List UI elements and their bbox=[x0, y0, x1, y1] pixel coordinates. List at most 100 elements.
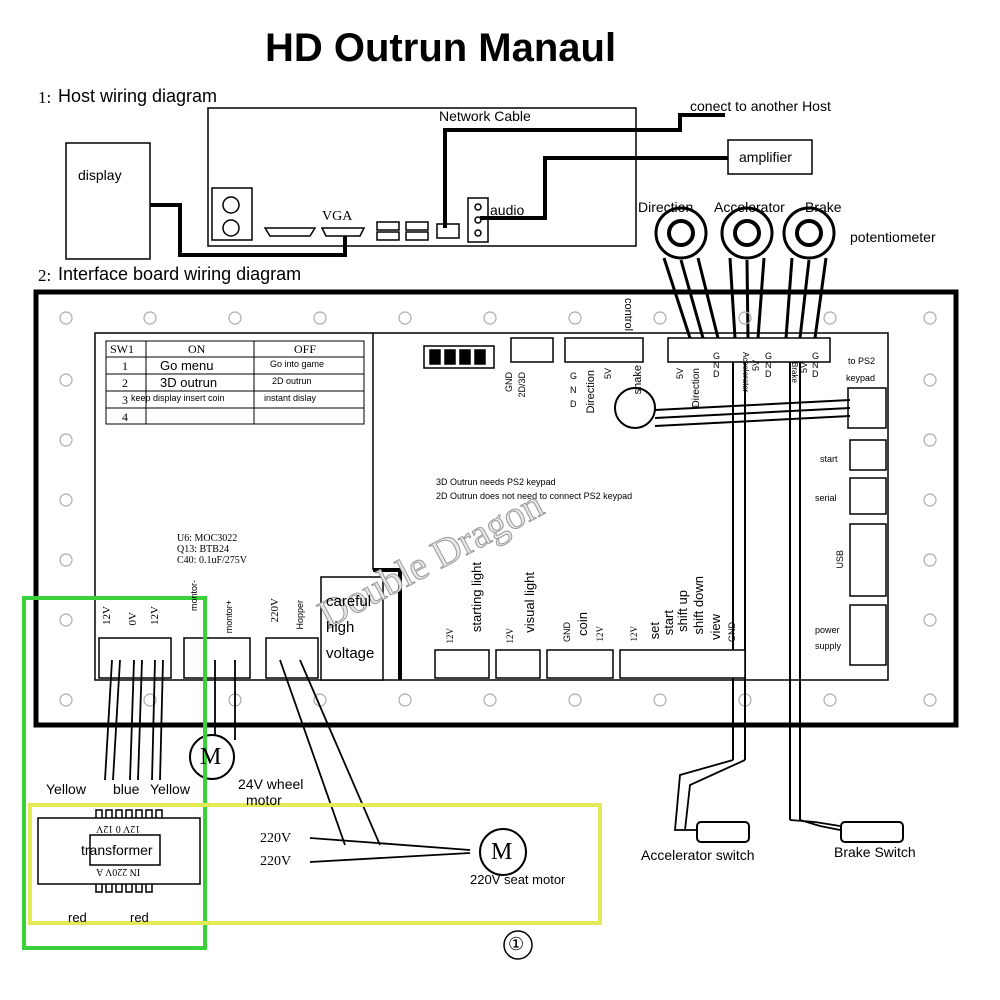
yellow-wire-label-2: Yellow bbox=[150, 781, 190, 797]
display-box bbox=[65, 142, 151, 260]
sw-row2-on: 3D outrun bbox=[160, 375, 218, 390]
vga-label: VGA bbox=[322, 209, 353, 224]
component-c40: C40: 0.1uF/275V bbox=[177, 555, 248, 566]
seat-motor-label: 220V seat motor bbox=[470, 872, 566, 887]
sw-row1-off: Go into game bbox=[270, 359, 325, 369]
start-label: start bbox=[820, 454, 838, 464]
keypad-label: keypad bbox=[846, 373, 876, 383]
monitor-minus-label: montor- bbox=[189, 580, 199, 612]
careful-label: careful bbox=[326, 593, 372, 610]
coin-gnd: GND bbox=[562, 622, 572, 642]
dir-pin-n: N bbox=[570, 385, 577, 395]
seat-motor-m: M bbox=[491, 839, 513, 865]
wheel-motor-label: 24V wheel bbox=[238, 776, 304, 792]
control-label: control bbox=[622, 298, 634, 332]
220v-label-a: 220V bbox=[260, 831, 292, 846]
coin-label: coin bbox=[575, 612, 590, 636]
220v-label-b: 220V bbox=[260, 854, 292, 869]
transformer-label: transformer bbox=[81, 842, 153, 858]
sw-row1-on: Go menu bbox=[160, 358, 214, 373]
high-label: high bbox=[326, 619, 355, 636]
sw-row2-off: 2D outrun bbox=[272, 376, 312, 386]
shift-up-label: shift up bbox=[675, 590, 690, 632]
network-cable bbox=[443, 113, 725, 228]
gnd-label: GND bbox=[504, 372, 514, 392]
audio-cable bbox=[480, 156, 728, 220]
section1-number: 1: bbox=[38, 88, 52, 107]
amplifier-label: amplifier bbox=[739, 149, 792, 165]
serial-label: serial bbox=[815, 493, 837, 503]
pot-pin-5v-1: 5V bbox=[675, 368, 685, 380]
pot-pin-5v-3: 5V bbox=[799, 362, 809, 374]
yellow-highlight bbox=[28, 803, 602, 925]
sw-header-sw: SW1 bbox=[110, 342, 134, 356]
sw-row2-num: 2 bbox=[122, 376, 128, 390]
pot-pin-direction: Direction bbox=[691, 368, 702, 408]
voltage-label: voltage bbox=[326, 645, 375, 662]
brake-pot-label: Brake bbox=[805, 199, 842, 215]
dir-pin-d: D bbox=[570, 399, 577, 409]
note-line1: 3D Outrun needs PS2 keypad bbox=[436, 477, 556, 487]
host-box bbox=[207, 107, 637, 247]
starting-light-label: starting light bbox=[469, 562, 484, 633]
shift-down-label: shift down bbox=[691, 576, 706, 635]
component-u6: U6: MOC3022 bbox=[177, 533, 238, 544]
pin-0v: 0V bbox=[127, 612, 139, 626]
section1-label: Host wiring diagram bbox=[58, 86, 218, 106]
blue-wire-label: blue bbox=[113, 781, 140, 797]
interface-board bbox=[33, 289, 959, 728]
sw-row3-off: instant dislay bbox=[264, 393, 317, 403]
starting-light-12v: 12V bbox=[445, 628, 455, 644]
set-label: set bbox=[647, 622, 662, 640]
yellow-wire-label: Yellow bbox=[46, 781, 86, 797]
red-wire-label-1: red bbox=[68, 910, 87, 925]
pot-pin-5v-2: 5V bbox=[751, 360, 761, 372]
display-label: display bbox=[78, 167, 122, 183]
transformer-top-label: 12V 0 12V bbox=[96, 823, 141, 834]
supply-label: supply bbox=[815, 641, 842, 651]
transformer-bottom-label: IN 220V A bbox=[96, 866, 141, 877]
note-line2: 2D Outrun does not need to connect PS2 k… bbox=[436, 491, 633, 501]
pot-pin-gnd-3: G N D bbox=[812, 351, 820, 379]
direction-pot-label: Direction bbox=[638, 199, 694, 215]
section2-label: Interface board wiring diagram bbox=[58, 264, 302, 284]
sw-header-on: ON bbox=[188, 342, 206, 356]
brake-switch-label: Brake Switch bbox=[834, 844, 916, 860]
sw-row1-num: 1 bbox=[122, 359, 128, 373]
connect-host-label: conect to another Host bbox=[690, 98, 831, 114]
page-title: HD Outrun Manaul bbox=[265, 26, 617, 70]
sw-header-off: OFF bbox=[294, 342, 317, 356]
pin-12v-b: 12V bbox=[149, 606, 161, 625]
pot-pin-brake: Brake bbox=[790, 362, 799, 383]
view-label: view bbox=[708, 614, 723, 641]
sw-row4-num: 4 bbox=[122, 410, 128, 424]
to-ps2-label: to PS2 bbox=[848, 356, 876, 366]
accelerator-pot-label: Accelerator bbox=[714, 199, 785, 215]
coin-12v: 12V bbox=[595, 626, 605, 642]
red-wire-label-2: red bbox=[130, 910, 149, 925]
visual-light-label: visual light bbox=[522, 572, 537, 633]
monitor-plus-label: montor+ bbox=[224, 600, 234, 634]
pot-pin-gnd-1: G N D bbox=[713, 351, 721, 379]
dir-pin-g: G bbox=[570, 371, 578, 381]
pin-12v-a: 12V bbox=[101, 606, 113, 625]
wheel-motor-m: M bbox=[200, 744, 222, 770]
dir-pin-direction: Direction bbox=[585, 370, 597, 414]
usb-label: USB bbox=[835, 550, 845, 569]
pin-220v-label: 220V bbox=[269, 598, 281, 623]
page-number: ① bbox=[508, 934, 525, 954]
dir-pin-5v: 5V bbox=[603, 368, 613, 380]
last-12v: 12V bbox=[629, 626, 639, 642]
start-button-label: start bbox=[661, 610, 676, 636]
hopper-label: Hopper bbox=[295, 600, 305, 630]
power-label: power bbox=[815, 625, 840, 635]
pot-pin-accelerator: Accelerator bbox=[741, 352, 750, 393]
2d3d-label: 2D/3D bbox=[517, 372, 527, 398]
section2-number: 2: bbox=[38, 266, 52, 285]
visual-light-12v: 12V bbox=[505, 628, 515, 644]
last-gnd: GND bbox=[727, 622, 737, 642]
sw-row3-num: 3 bbox=[122, 393, 128, 407]
component-q13: Q13: BTB24 bbox=[177, 544, 229, 555]
